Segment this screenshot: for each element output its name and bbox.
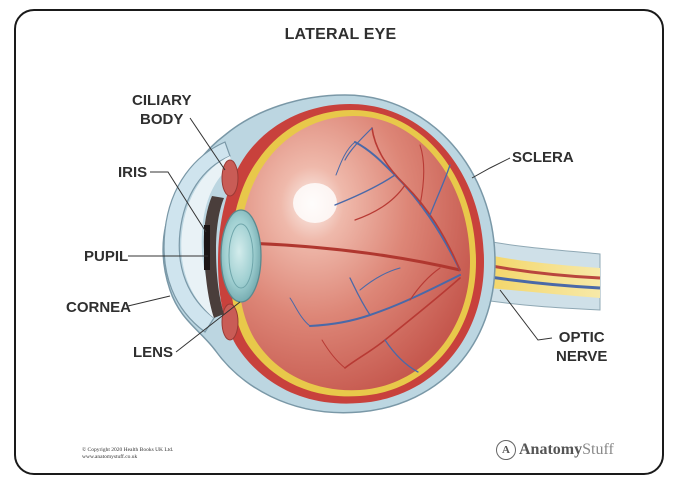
brand-logo: A AnatomyStuff [496, 437, 614, 463]
label-optic-nerve-line2: NERVE [556, 347, 607, 366]
label-iris: IRIS [118, 163, 147, 182]
label-sclera: SCLERA [512, 148, 574, 167]
diagram-title: LATERAL EYE [0, 26, 681, 44]
brand-name-light: Stuff [582, 441, 614, 459]
copyright-notice: © Copyright 2020 Health Books UK Ltd. ww… [82, 447, 173, 461]
ciliary-body-upper [222, 160, 238, 196]
copyright-line2: www.anatomystuff.co.uk [82, 454, 173, 461]
label-optic-nerve: OPTIC NERVE [556, 328, 607, 366]
anatomy-stuff-logo-icon: A [496, 440, 516, 460]
label-ciliary-body: CILIARY BODY [132, 91, 191, 129]
copyright-line1: © Copyright 2020 Health Books UK Ltd. [82, 447, 173, 454]
label-pupil: PUPIL [84, 247, 128, 266]
label-ciliary-body-line1: CILIARY [132, 91, 191, 110]
label-optic-nerve-line1: OPTIC [556, 328, 607, 347]
label-cornea: CORNEA [66, 298, 131, 317]
label-ciliary-body-line2: BODY [132, 110, 191, 129]
label-lens: LENS [133, 343, 173, 362]
brand-name-bold: Anatomy [519, 441, 582, 459]
